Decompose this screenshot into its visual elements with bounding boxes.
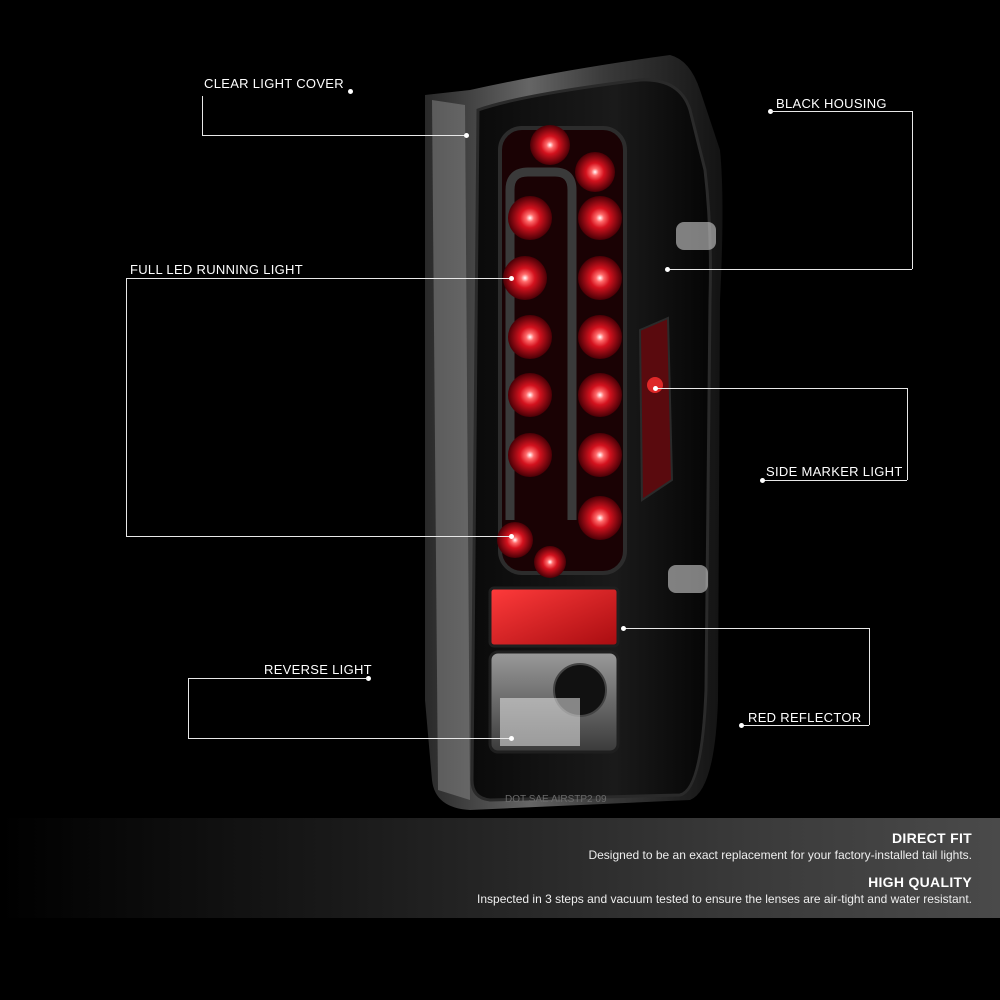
callout-black-housing: BLACK HOUSING xyxy=(776,96,887,111)
callout-line xyxy=(126,278,127,536)
callout-line xyxy=(742,725,869,726)
red-reflector-shape xyxy=(488,586,620,648)
callout-line xyxy=(907,388,908,480)
feature-title: HIGH QUALITY xyxy=(868,874,972,890)
callout-dot xyxy=(509,276,514,281)
callout-red-reflector: RED REFLECTOR xyxy=(748,710,862,725)
callout-line xyxy=(764,480,907,481)
callout-line xyxy=(188,678,368,679)
feature-text: Designed to be an exact replacement for … xyxy=(588,848,972,862)
callout-clear-light-cover: CLEAR LIGHT COVER xyxy=(204,76,344,91)
feature-title: DIRECT FIT xyxy=(892,830,972,846)
feature-band: DIRECT FIT Designed to be an exact repla… xyxy=(0,818,1000,918)
callout-dot xyxy=(509,736,514,741)
callout-dot xyxy=(653,386,658,391)
led-array xyxy=(497,125,622,578)
light-bar-tube xyxy=(505,167,577,520)
callout-dot xyxy=(760,478,765,483)
callout-line xyxy=(656,388,907,389)
callout-dot xyxy=(509,534,514,539)
callout-dot xyxy=(366,676,371,681)
callout-dot xyxy=(621,626,626,631)
callout-line xyxy=(624,628,869,629)
feature-text: Inspected in 3 steps and vacuum tested t… xyxy=(477,892,972,906)
callout-full-led-running-light: FULL LED RUNNING LIGHT xyxy=(130,262,303,277)
lens-marking: DOT SAE AIRSTP2 09 xyxy=(505,794,607,805)
callout-line xyxy=(126,278,512,279)
side-marker xyxy=(638,316,674,502)
callout-line xyxy=(202,96,203,136)
callout-line xyxy=(770,111,912,112)
callout-dot xyxy=(739,723,744,728)
callout-line xyxy=(668,269,912,270)
callout-dot xyxy=(348,89,353,94)
callout-dot xyxy=(464,133,469,138)
callout-line xyxy=(912,111,913,269)
callout-line xyxy=(202,135,466,136)
callout-reverse-light: REVERSE LIGHT xyxy=(264,662,372,677)
callout-side-marker-light: SIDE MARKER LIGHT xyxy=(766,464,903,479)
callout-line xyxy=(188,738,512,739)
callout-line xyxy=(188,678,189,738)
callout-line xyxy=(869,628,870,725)
callout-line xyxy=(126,536,512,537)
callout-dot xyxy=(665,267,670,272)
